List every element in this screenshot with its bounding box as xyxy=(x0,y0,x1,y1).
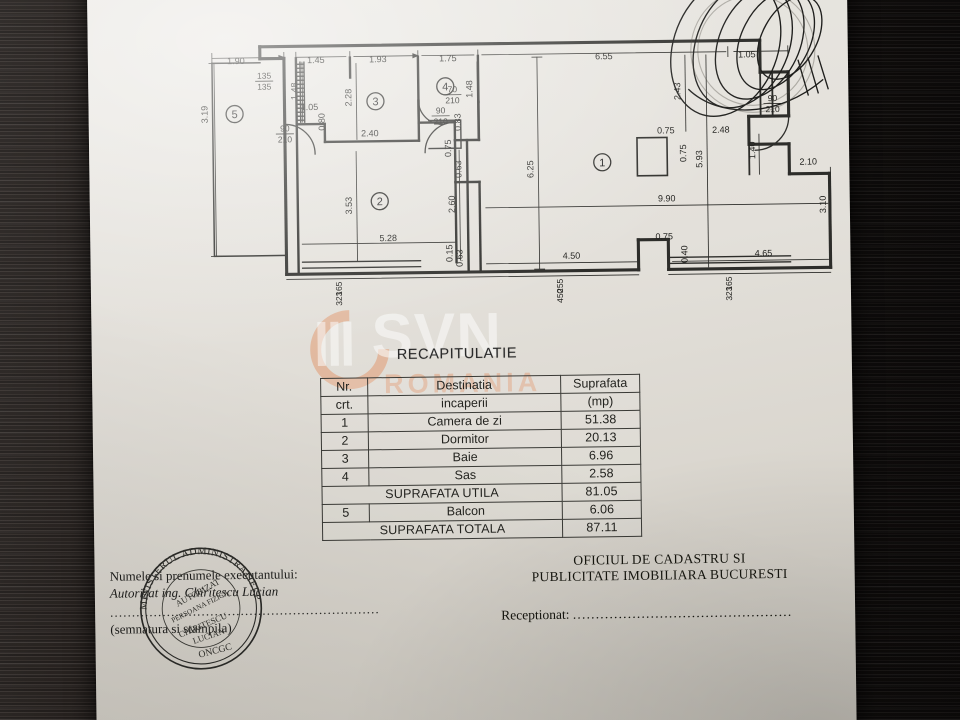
total-row: SUPRAFATA TOTALA 87.11 xyxy=(322,518,642,541)
dimension-label: 5.28 xyxy=(379,233,397,243)
dimension-label: 1.48 xyxy=(464,80,474,98)
dimension-label: 1.40 xyxy=(747,141,757,159)
document-content: 5 3 4 1 2 xyxy=(87,0,857,720)
row-sup: 51.38 xyxy=(561,410,641,430)
dimension-label: 1.75 xyxy=(439,53,457,63)
dimension-label: 3.10 xyxy=(818,196,828,214)
svg-text:70: 70 xyxy=(447,84,457,94)
dimension-label: 5.93 xyxy=(694,150,704,168)
dimension-label: 3.53 xyxy=(344,197,354,215)
svg-text:135: 135 xyxy=(257,82,272,92)
dimension-label: 1.05 xyxy=(301,102,319,112)
room-marker-1: 1 xyxy=(593,153,612,172)
room-marker-5: 5 xyxy=(225,104,244,124)
svg-text:210: 210 xyxy=(278,134,293,144)
dimension-label: 0.40 xyxy=(679,245,689,263)
svg-text:165: 165 xyxy=(334,281,344,296)
row-nr: 2 xyxy=(321,431,369,451)
office-title-line-2: PUBLICITATE IMOBILIARA BUCURESTI xyxy=(531,565,788,585)
executant-signature-caption: (semnatura si stampila) xyxy=(110,620,232,637)
row-nr: 5 xyxy=(322,503,370,523)
dimension-label: 0.75 xyxy=(655,231,673,241)
subtotal-value: 81.05 xyxy=(561,482,642,502)
dimension-label: 3.19 xyxy=(199,106,209,124)
row-sup: 20.13 xyxy=(561,428,641,448)
dimension-label: 2.28 xyxy=(343,89,353,107)
stamp-line-5: ONCGC xyxy=(197,641,233,660)
recapitulatie-heading: RECAPITULATIE xyxy=(396,345,518,363)
svg-text:255: 255 xyxy=(555,278,565,293)
svg-text:210: 210 xyxy=(434,116,449,126)
dimension-labels: 1.90 1.45 1.93 1.75 6.55 1.05 3.19 1.48 2.28 1.48… xyxy=(199,49,828,267)
row-nr: 1 xyxy=(321,413,369,433)
executant-block: Numele si prenumele executantului: Autor… xyxy=(110,565,411,638)
receptionat-row: Receptionat: ...........................… xyxy=(495,603,825,623)
dimension-label: 0.83 xyxy=(453,113,463,131)
total-value: 87.11 xyxy=(562,518,642,538)
recapitulatie-table: Nr. Destinatia Suprafata crt. incaperii … xyxy=(320,373,643,541)
row-sup: 2.58 xyxy=(561,464,641,484)
dimension-label: 6.55 xyxy=(595,51,613,61)
svg-text:1: 1 xyxy=(599,157,605,169)
dimension-label: 1.93 xyxy=(369,54,387,64)
row-nr: 3 xyxy=(321,449,369,469)
dimension-label: 6.25 xyxy=(525,160,535,178)
dimension-label: 1.45 xyxy=(307,55,325,65)
svg-text:165: 165 xyxy=(724,276,734,291)
receptionat-label: Receptionat: xyxy=(501,606,570,623)
dimension-label: 2.43 xyxy=(672,82,682,100)
row-nr: 4 xyxy=(321,467,369,487)
dimension-label: 1.48 xyxy=(289,82,299,100)
dimension-label: 0.80 xyxy=(317,113,327,131)
receptionat-dots: ........................................… xyxy=(572,603,793,622)
dimension-label: 1.05 xyxy=(738,49,756,59)
dimension-label: 0.75 xyxy=(678,144,688,162)
dimension-label: 0.75 xyxy=(657,125,675,135)
svg-text:90: 90 xyxy=(280,123,290,133)
svg-text:210: 210 xyxy=(445,95,460,105)
header-nr-2: crt. xyxy=(320,395,369,415)
svg-text:90: 90 xyxy=(436,105,446,115)
header-sup-2: (mp) xyxy=(560,392,641,412)
svg-text:90: 90 xyxy=(768,93,778,103)
executant-name: Autorizat ing. Chiritescu Lucian xyxy=(109,583,279,601)
dimension-label: 9.90 xyxy=(658,193,676,203)
svg-text:210: 210 xyxy=(765,104,780,114)
svg-text:3: 3 xyxy=(372,96,378,108)
dimension-label: 0.15 xyxy=(444,244,454,262)
svg-text:5: 5 xyxy=(231,109,237,121)
row-sup: 6.96 xyxy=(561,446,641,466)
room-marker-3: 3 xyxy=(366,92,385,111)
dimension-label: 0.63 xyxy=(454,249,464,267)
dimension-label: 0.63 xyxy=(453,160,463,178)
dimension-label: 2.10 xyxy=(799,156,817,166)
header-nr: Nr. xyxy=(320,377,368,397)
dimension-label: 1.90 xyxy=(227,56,245,66)
dimension-label: 0.75 xyxy=(443,139,453,157)
document-paper: 5 3 4 1 2 xyxy=(86,0,858,720)
dimension-label: 2.60 xyxy=(447,195,457,213)
dimension-label: 4.50 xyxy=(563,251,581,261)
dimension-label: 4.65 xyxy=(755,248,773,258)
dimension-label: 2.48 xyxy=(712,125,730,135)
floor-plan-drawing: 5 3 4 1 2 xyxy=(199,38,833,306)
svg-text:135: 135 xyxy=(257,71,272,81)
cadastre-office-block: OFICIUL DE CADASTRU SI PUBLICITATE IMOBI… xyxy=(494,549,825,623)
header-sup: Suprafata xyxy=(560,374,640,394)
dimension-label: 2.40 xyxy=(361,128,379,138)
total-label: SUPRAFATA TOTALA xyxy=(322,519,563,541)
svg-text:2: 2 xyxy=(377,196,383,208)
row-sup: 6.06 xyxy=(562,500,642,520)
room-marker-2: 2 xyxy=(370,192,389,211)
